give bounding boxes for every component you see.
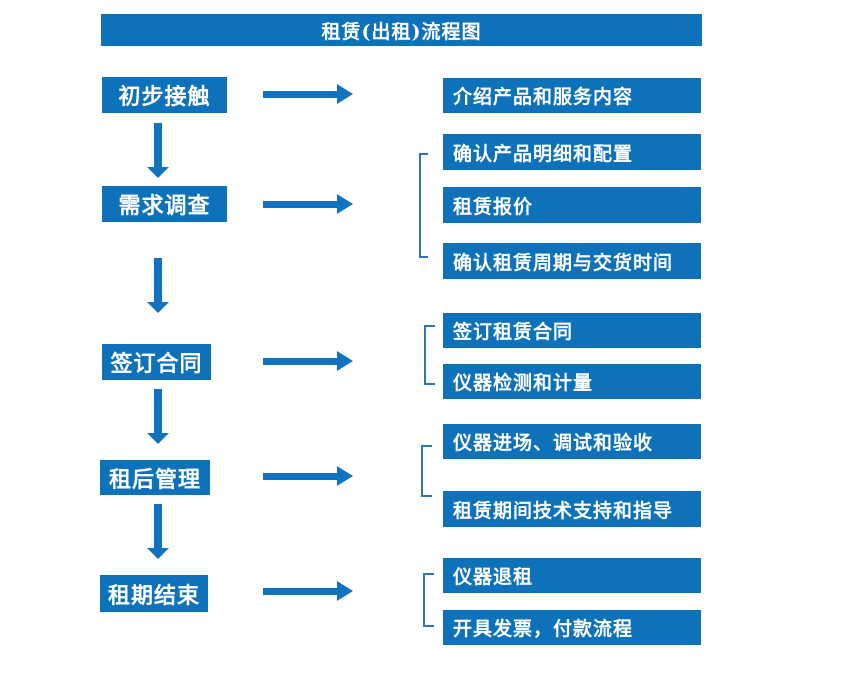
- right-arrow-icon: [263, 581, 353, 601]
- step-box-post-rental-management: 租后管理: [100, 460, 210, 495]
- detail-box-rental-quote: 租赁报价: [443, 187, 701, 223]
- group-bracket: [419, 153, 428, 258]
- step-box-demand-survey: 需求调查: [102, 186, 227, 222]
- down-arrow-icon: [147, 258, 169, 313]
- right-arrow-icon: [263, 194, 353, 214]
- detail-box-confirm-rental-period: 确认租赁周期与交货时间: [443, 243, 701, 279]
- detail-box-sign-rental-contract: 签订租赁合同: [443, 313, 701, 348]
- detail-box-instrument-inspection: 仪器检测和计量: [443, 364, 701, 399]
- detail-box-technical-support: 租赁期间技术支持和指导: [443, 491, 701, 527]
- step-box-sign-contract: 签订合同: [102, 344, 211, 380]
- flowchart-title: 租赁(出租)流程图: [101, 14, 702, 46]
- detail-box-instrument-setup: 仪器进场、调试和验收: [443, 424, 701, 459]
- group-bracket: [421, 445, 432, 497]
- down-arrow-icon: [147, 389, 169, 444]
- step-box-rental-end: 租期结束: [100, 575, 208, 612]
- step-box-initial-contact: 初步接触: [102, 77, 227, 113]
- group-bracket: [423, 573, 434, 627]
- right-arrow-icon: [263, 84, 353, 104]
- detail-box-instrument-return: 仪器退租: [443, 558, 701, 593]
- right-arrow-icon: [263, 466, 353, 486]
- detail-box-confirm-product-details: 确认产品明细和配置: [443, 134, 701, 170]
- group-bracket: [424, 325, 435, 385]
- detail-box-introduce-products: 介绍产品和服务内容: [443, 78, 701, 113]
- right-arrow-icon: [263, 351, 353, 371]
- detail-box-invoice-payment: 开具发票，付款流程: [443, 610, 701, 645]
- down-arrow-icon: [147, 504, 169, 559]
- down-arrow-icon: [147, 123, 169, 178]
